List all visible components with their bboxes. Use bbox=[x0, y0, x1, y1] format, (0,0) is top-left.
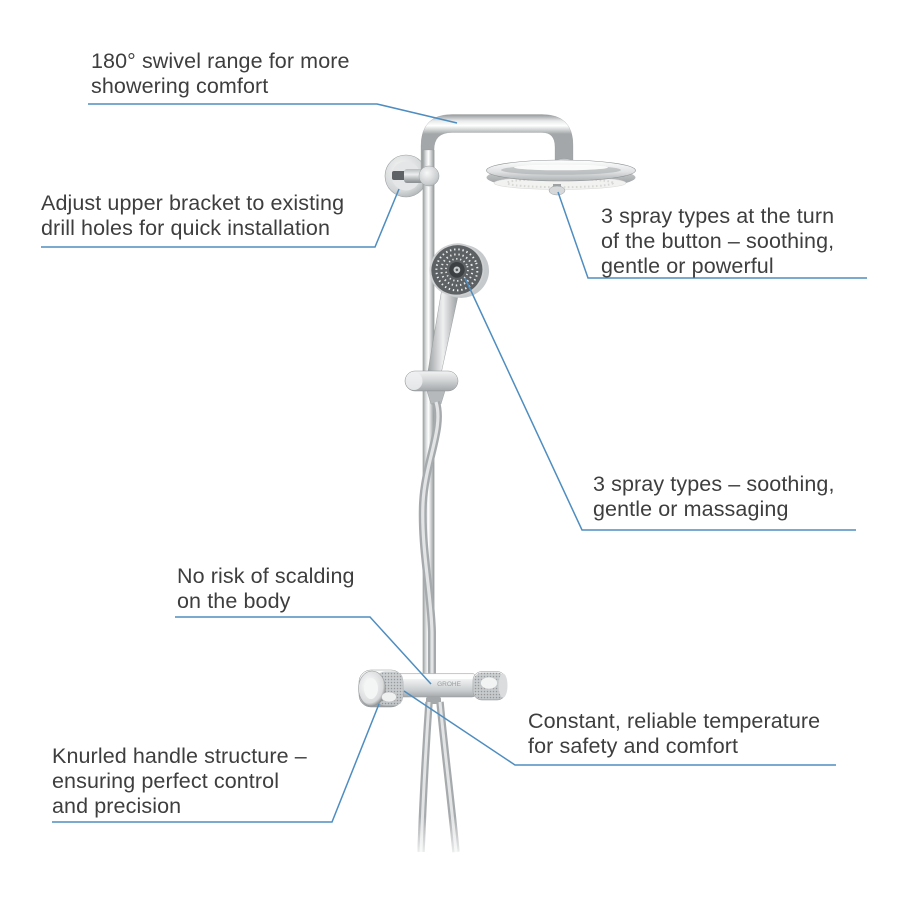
thermostat-valve: GROHE bbox=[358, 669, 508, 708]
annotation-line: ensuring perfect control bbox=[52, 769, 280, 793]
annotation-line: Knurled handle structure – bbox=[52, 744, 307, 768]
temperature-handle-cap-shine bbox=[364, 678, 378, 699]
hand-shower-dots-inner bbox=[444, 257, 469, 282]
hand-shower bbox=[404, 243, 490, 405]
valve-body-highlight bbox=[397, 675, 473, 679]
annotation-line: of the button – soothing, bbox=[601, 229, 835, 253]
head-spray-button bbox=[548, 185, 566, 196]
annotation-hand-spray-types: 3 spray types – soothing, gentle or mass… bbox=[593, 472, 835, 522]
callout-line-hand-spray-types bbox=[464, 277, 856, 531]
callout-line-upper-bracket bbox=[41, 188, 400, 248]
annotation-line: gentle or massaging bbox=[593, 497, 789, 521]
annotation-swivel-range: 180° swivel range for more showering com… bbox=[91, 49, 350, 99]
annotation-line: and precision bbox=[52, 794, 182, 818]
annotation-line: 3 spray types – soothing, bbox=[593, 472, 835, 496]
annotation-line: Constant, reliable temperature bbox=[528, 709, 821, 733]
annotation-line: 3 spray types at the turn bbox=[601, 204, 835, 228]
annotation-line: 180° swivel range for more bbox=[91, 49, 350, 73]
callout-line-knurled-handle bbox=[52, 703, 380, 823]
hand-shower-center-dot bbox=[455, 268, 459, 272]
annotation-constant-temperature: Constant, reliable temperature for safet… bbox=[528, 709, 820, 759]
grohe-logo: GROHE bbox=[437, 681, 462, 688]
shower-hose-upper bbox=[418, 400, 442, 674]
hose-nut bbox=[426, 390, 446, 405]
hose-loop-left-highlight bbox=[419, 701, 431, 853]
annotation-line: No risk of scalding bbox=[177, 564, 355, 588]
annotation-line: Adjust upper bracket to existing bbox=[41, 191, 345, 215]
safestop-button bbox=[381, 691, 397, 703]
volume-handle-endcap bbox=[498, 673, 508, 698]
annotation-line: on the body bbox=[177, 589, 291, 613]
annotation-line: drill holes for quick installation bbox=[41, 216, 331, 240]
annotation-upper-bracket: Adjust upper bracket to existing drill h… bbox=[41, 191, 344, 241]
annotation-knurled-handle: Knurled handle structure – ensuring perf… bbox=[52, 744, 307, 819]
hand-shower-dots-mid bbox=[440, 253, 474, 287]
annotation-line: gentle or powerful bbox=[601, 254, 774, 278]
shower-hose-loop bbox=[417, 701, 460, 853]
hand-shower-face-group bbox=[429, 243, 490, 298]
annotation-line: for safety and comfort bbox=[528, 734, 739, 758]
callout-lines bbox=[41, 103, 867, 823]
callout-line-no-scalding bbox=[175, 616, 432, 685]
callout-line-constant-temperature bbox=[403, 690, 836, 766]
rain-shower-head bbox=[486, 158, 636, 196]
callout-line-swivel-range bbox=[88, 103, 458, 124]
wall-bracket-knob bbox=[418, 165, 440, 187]
rail-slider-cap bbox=[405, 372, 423, 390]
hose-highlight bbox=[421, 401, 440, 674]
wall-bracket bbox=[384, 154, 428, 198]
hose-loop-right-highlight bbox=[438, 701, 458, 853]
annotation-head-spray-types: 3 spray types at the turn of the button … bbox=[601, 204, 834, 279]
callout-line-head-spray-types bbox=[557, 191, 867, 279]
head-reflection-light bbox=[514, 164, 608, 171]
volume-handle-shine bbox=[480, 676, 498, 690]
annotation-no-scalding: No risk of scalding on the body bbox=[177, 564, 355, 614]
annotation-line: showering comfort bbox=[91, 74, 269, 98]
